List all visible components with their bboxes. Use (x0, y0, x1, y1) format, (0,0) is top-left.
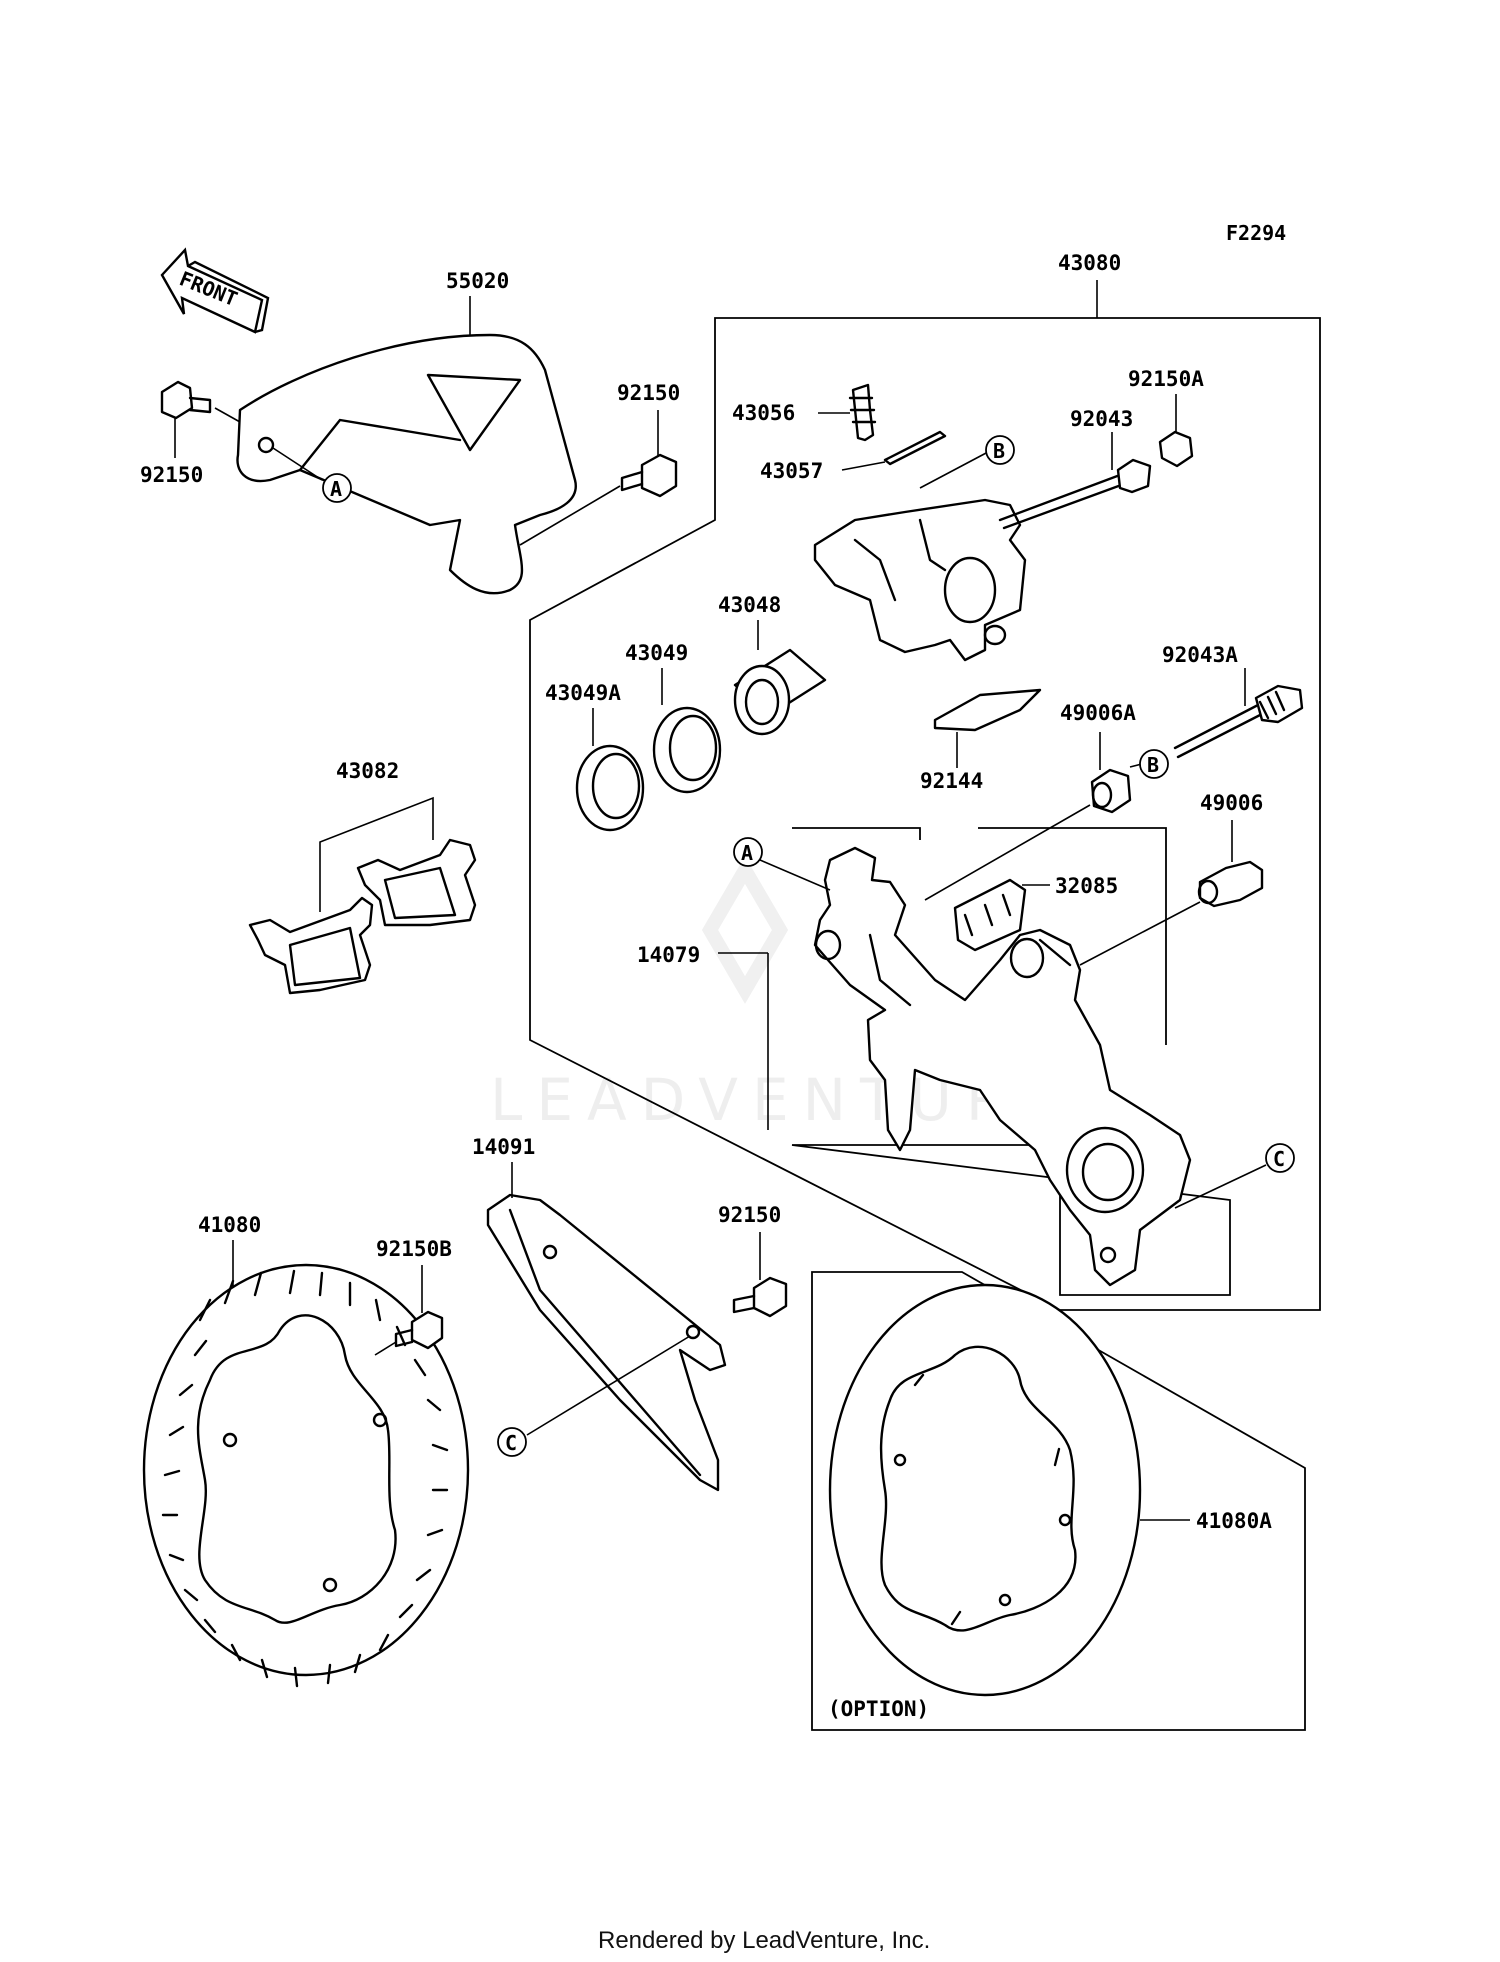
part-label-41080: 41080 (198, 1213, 261, 1237)
svg-text:B: B (1147, 753, 1159, 777)
bracket-outline (791, 827, 1231, 1296)
part-43056-bleeder (848, 383, 877, 442)
part-92043-pin (998, 458, 1152, 530)
part-label-92043A: 92043A (1162, 643, 1238, 667)
part-49006A-boot (1090, 768, 1132, 814)
part-14091-guard (486, 1193, 727, 1492)
option-label: (OPTION) (828, 1697, 929, 1721)
part-label-92150-mid: 92150 (718, 1203, 781, 1227)
part-caliper-body (813, 498, 1027, 662)
part-label-92043: 92043 (1070, 407, 1133, 431)
svg-text:A: A (330, 477, 342, 501)
part-55020-guard (236, 333, 577, 595)
part-label-43049A: 43049A (545, 681, 621, 705)
part-43082-pads (248, 838, 477, 995)
part-label-43057: 43057 (760, 459, 823, 483)
part-label-14091: 14091 (472, 1135, 535, 1159)
part-92043A-pin (1173, 684, 1304, 759)
part-43049-seal (652, 706, 722, 794)
callout-c-guard (497, 1427, 527, 1457)
caliper-assembly-outline (529, 317, 1321, 1311)
figure-code: F2294 (1226, 221, 1286, 245)
part-14079-bracket (813, 846, 1192, 1287)
part-label-43056: 43056 (732, 401, 795, 425)
part-label-92150-top: 92150 (617, 381, 680, 405)
part-label-41080A: 41080A (1196, 1509, 1272, 1533)
svg-text:B: B (993, 439, 1005, 463)
part-41080-disc (142, 1263, 470, 1688)
part-43048-piston (733, 648, 827, 736)
svg-text:C: C (1273, 1147, 1285, 1171)
callout-b-pin (1139, 749, 1169, 779)
part-label-43048: 43048 (718, 593, 781, 617)
svg-text:C: C (505, 1431, 517, 1455)
footer-credit: Rendered by LeadVenture, Inc. (598, 1927, 930, 1954)
option-box (811, 1271, 1306, 1731)
part-label-43080: 43080 (1058, 251, 1121, 275)
part-43057-cap (883, 430, 947, 466)
part-label-92144: 92144 (920, 769, 983, 793)
part-label-55020: 55020 (446, 269, 509, 293)
part-92150-left-bolt (160, 380, 212, 420)
part-label-32085: 32085 (1055, 874, 1118, 898)
callout-a-guard (322, 473, 352, 503)
front-arrow-icon: FRONT (160, 247, 270, 334)
part-label-92150A: 92150A (1128, 367, 1204, 391)
part-32085-clip (953, 878, 1027, 952)
part-label-92150B: 92150B (376, 1237, 452, 1261)
part-label-49006: 49006 (1200, 791, 1263, 815)
part-92150-mid-bolt (732, 1276, 788, 1318)
callout-c-bracket (1265, 1143, 1295, 1173)
part-92150B-bolt (394, 1310, 444, 1350)
part-92150-top-bolt (620, 453, 678, 498)
part-92144-spring (933, 688, 1042, 732)
part-49006-boot (1197, 860, 1264, 908)
part-label-43049: 43049 (625, 641, 688, 665)
part-label-14079: 14079 (637, 943, 700, 967)
part-92150A-plug (1158, 430, 1194, 468)
part-41080A-disc (828, 1283, 1142, 1697)
callout-b-caliper (985, 435, 1015, 465)
svg-text:A: A (741, 841, 753, 865)
callout-a-bracket (733, 837, 763, 867)
part-43049A-seal (575, 744, 645, 832)
part-label-43082: 43082 (336, 759, 399, 783)
part-label-92150-left: 92150 (140, 463, 203, 487)
part-label-49006A: 49006A (1060, 701, 1136, 725)
